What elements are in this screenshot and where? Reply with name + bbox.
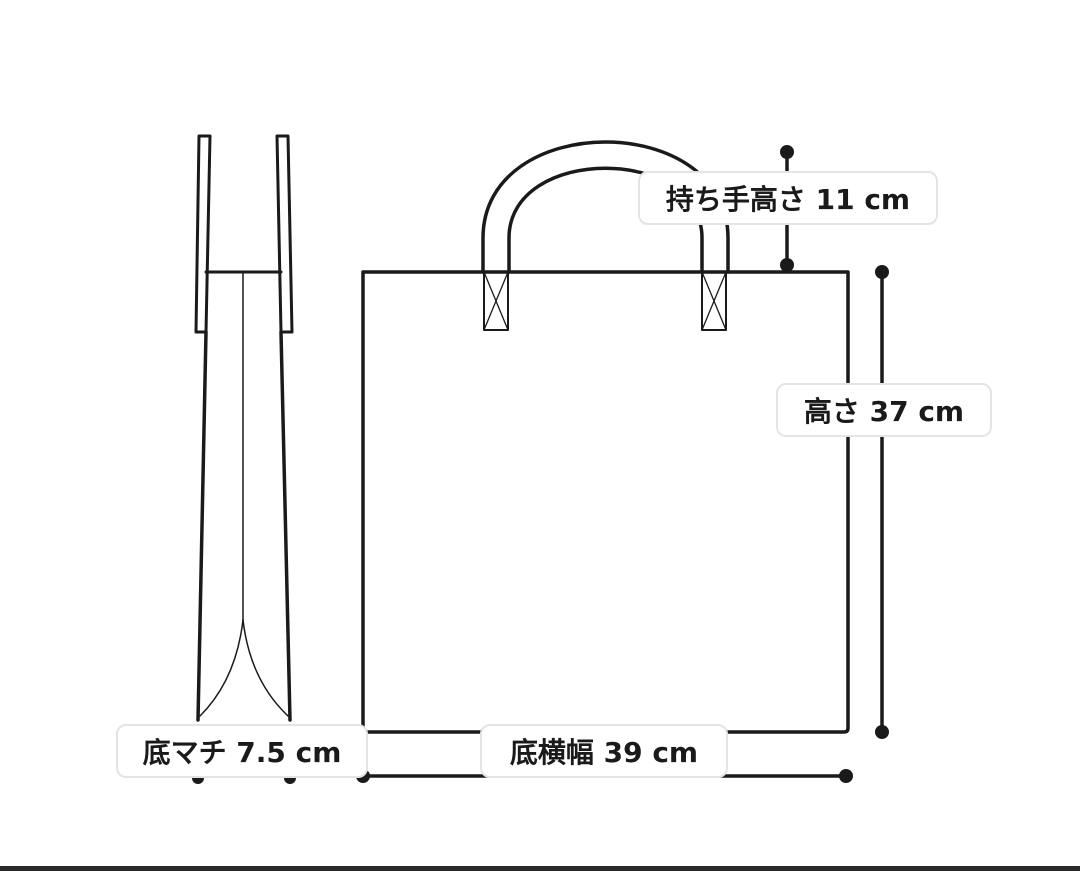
handle-height-label: 持ち手高さ 11 cm bbox=[638, 171, 938, 225]
height-label: 高さ 37 cm bbox=[776, 383, 992, 437]
front-view bbox=[361, 140, 850, 734]
bottom-width-label: 底横幅 39 cm bbox=[480, 724, 728, 778]
bottom-gusset-label: 底マチ 7.5 cm bbox=[116, 724, 368, 778]
dimension-lines bbox=[196, 150, 884, 778]
bottom-divider bbox=[0, 866, 1080, 871]
side-view bbox=[194, 134, 294, 722]
dimension-markers bbox=[192, 145, 889, 784]
